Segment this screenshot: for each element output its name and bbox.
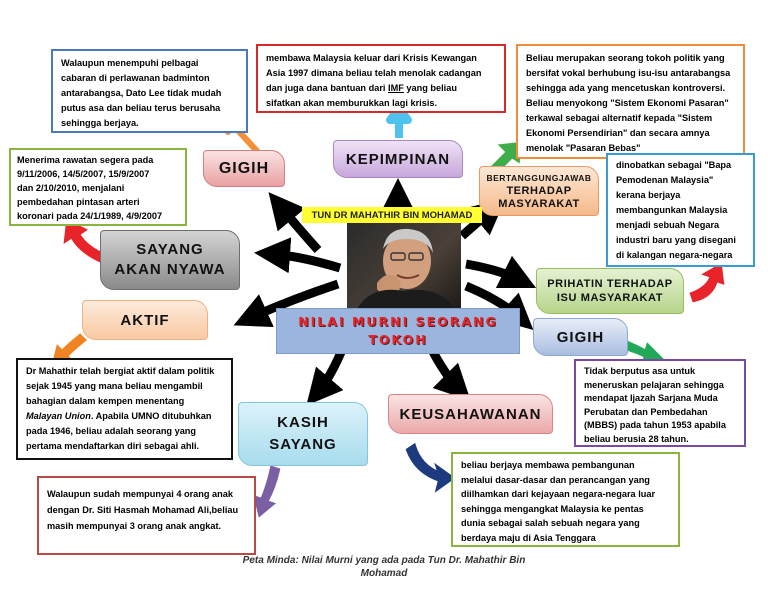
center-arrows xyxy=(233,178,537,406)
arrow-lightblue-kepimpinan xyxy=(386,104,412,138)
prihatin-box: dinobatkan sebagai "Bapa Pemodenan Malay… xyxy=(606,153,755,267)
arrow-purple-kasih xyxy=(253,465,281,518)
arrow-navy-keusahawanan xyxy=(405,442,456,493)
arrow-to-kasih xyxy=(306,348,347,406)
arrow-to-keusahawanan xyxy=(428,347,471,401)
banner-sayang: SAYANG AKAN NYAWA xyxy=(100,230,240,290)
kepimpinan-box: membawa Malaysia keluar dari Krisis Kewa… xyxy=(256,44,506,113)
aktif-box: Dr Mahathir telah bergiat aktif dalam po… xyxy=(16,358,233,460)
banner-tanggungjawab: BERTANGGUNGJAWAB TERHADAP MASYARAKAT xyxy=(479,166,599,216)
portrait-drawing xyxy=(357,228,455,309)
banner-kasih: KASIH SAYANG xyxy=(238,402,368,466)
gigih-top-box: Walaupun menempuhi pelbagai cabaran di p… xyxy=(51,49,248,133)
portrait-image xyxy=(347,223,461,309)
center-title: NILAI MURNI SEORANG TOKOH xyxy=(276,308,520,354)
arrow-red-sayang xyxy=(63,218,109,265)
arrow-to-sayang xyxy=(254,237,342,274)
tanggungjawab-box: Beliau merupakan seorang tokoh politik y… xyxy=(516,44,745,159)
banner-kepimpinan: KEPIMPINAN xyxy=(333,140,463,178)
arrow-to-gigih-top xyxy=(268,192,322,254)
banner-prihatin: PRIHATIN TERHADAP ISU MASYARAKAT xyxy=(536,268,684,314)
keusahawanan-box: beliau berjaya membawa pembangunan melal… xyxy=(451,452,680,547)
caption: Peta Minda: Nilai Murni yang ada pada Tu… xyxy=(242,555,526,579)
banner-gigih-top: GIGIH xyxy=(203,150,285,187)
banner-keusahawanan: KEUSAHAWANAN xyxy=(388,394,553,434)
arrow-red-prihatin xyxy=(689,262,725,303)
arrow-to-aktif xyxy=(233,279,340,328)
banner-gigih-right: GIGIH xyxy=(533,318,628,356)
center-name-label: TUN DR MAHATHIR BIN MOHAMAD xyxy=(302,207,482,223)
banner-aktif: AKTIF xyxy=(82,300,208,340)
gigih-right-box: Tidak berputus asa untuk meneruskan pela… xyxy=(574,359,746,447)
sayang-box: Menerima rawatan segera pada 9/11/2006, … xyxy=(9,148,187,226)
arrow-to-prihatin xyxy=(465,255,537,289)
kasih-box: Walaupun sudah mempunyai 4 orang anak de… xyxy=(37,476,256,555)
